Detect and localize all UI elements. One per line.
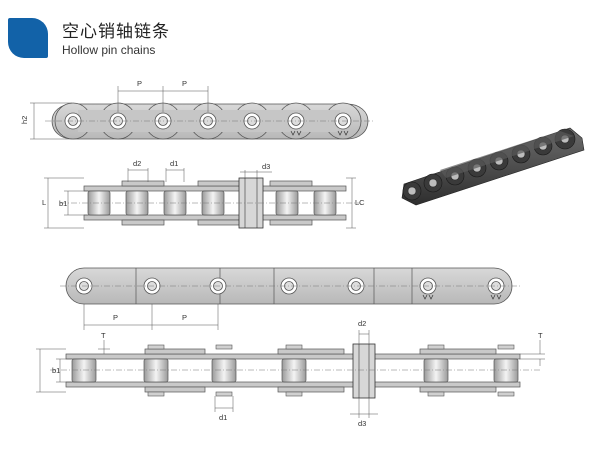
b1-label-bottom: b1 — [52, 366, 60, 375]
T-label-right: T — [538, 331, 543, 340]
h2-label: h2 — [20, 116, 29, 124]
cotter-marks — [290, 130, 349, 136]
pitch-label-long-2: P — [182, 313, 187, 322]
long-pitch-plan-view: b1 T d1 d2 d3 T — [36, 319, 545, 428]
d2-label-top: d2 — [133, 159, 141, 168]
chain-photo — [401, 127, 585, 206]
short-pitch-plan-view: L b1 LC d2 d1 d3 — [42, 159, 365, 229]
hollow-pin-section-long — [352, 343, 376, 399]
rollers-long — [71, 358, 519, 383]
d3-label-bottom: d3 — [358, 419, 366, 428]
T-label-left: T — [101, 331, 106, 340]
brand-badge — [8, 18, 48, 58]
title-english: Hollow pin chains — [62, 43, 156, 57]
b1-label-top: b1 — [59, 199, 67, 208]
d3-label-top: d3 — [262, 162, 270, 171]
LC-label: LC — [355, 198, 365, 207]
title-chinese: 空心销轴链条 — [62, 22, 170, 41]
long-pitch-side-view: P P — [60, 267, 520, 330]
d1-label-top: d1 — [170, 159, 178, 168]
pitch-dimension-top — [117, 86, 209, 112]
h2-dimension — [30, 102, 72, 140]
d2-label-bottom: d2 — [358, 319, 366, 328]
short-pitch-side-view: h2 P P — [20, 79, 375, 140]
pitch-label-1: P — [137, 79, 142, 88]
L-label: L — [42, 198, 46, 207]
pitch-label-long-1: P — [113, 313, 118, 322]
pitch-label-2: P — [182, 79, 187, 88]
d1-label-bottom: d1 — [219, 413, 227, 422]
